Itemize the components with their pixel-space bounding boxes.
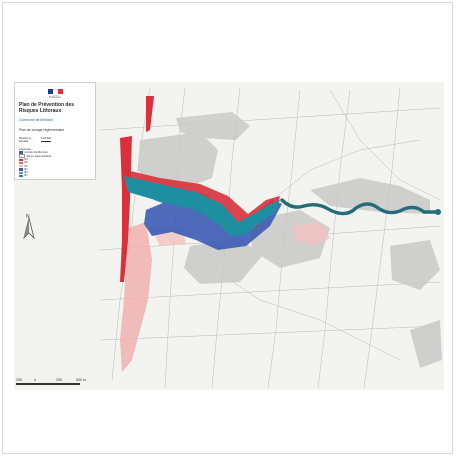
north-arrow-icon bbox=[23, 217, 35, 240]
river-mouth-marker bbox=[435, 209, 441, 215]
north-label: N bbox=[26, 214, 30, 220]
legend-item: Contour de Mimizan bbox=[19, 151, 91, 154]
legend-swatch bbox=[19, 154, 25, 159]
legend-item-label: Bv bbox=[24, 174, 28, 178]
flag-logo bbox=[19, 89, 91, 96]
org-caption: Préfecture bbox=[49, 96, 61, 99]
legend-swatch bbox=[19, 174, 23, 177]
legend-item: R1 bbox=[19, 158, 91, 161]
scalebar-segment-2 bbox=[36, 383, 58, 385]
scale-label: Réalisé le : Échelle bbox=[19, 136, 33, 144]
scale-value: 1/25 000 bbox=[41, 137, 52, 140]
scale-figure: 1/25 000 bbox=[41, 137, 51, 142]
scalebar-label-2: 250 bbox=[56, 378, 62, 382]
legend-item: Bv bbox=[19, 174, 91, 177]
plan-label: Plan de zonage réglementaire bbox=[19, 128, 65, 132]
commune-name: Commune de Mimizan bbox=[19, 118, 53, 122]
legend-item-label: B1 bbox=[24, 167, 28, 171]
scale-row: Réalisé le : Échelle 1/25 000 bbox=[19, 136, 91, 144]
legend-item-label: R1 bbox=[24, 158, 28, 162]
legend-item: R2 bbox=[19, 161, 91, 164]
legend-item: B2 bbox=[19, 171, 91, 174]
legend-item-label: Rn bbox=[24, 164, 28, 168]
river-east bbox=[280, 198, 438, 216]
legend-item-label: Contour de Mimizan bbox=[24, 150, 48, 154]
scalebar-label-1: 0 bbox=[34, 378, 36, 382]
legend-panel: Préfecture Plan de Prévention des Risque… bbox=[14, 82, 96, 180]
pink-zone-coastal bbox=[120, 222, 152, 372]
road-network bbox=[99, 87, 441, 389]
map-title: Plan de Prévention des Risques Littoraux bbox=[19, 102, 75, 114]
legend-item-label: R2 bbox=[24, 161, 28, 165]
legend-swatch bbox=[19, 151, 23, 154]
legend-swatch bbox=[19, 161, 23, 165]
scalebar-label-0: 250 bbox=[16, 378, 22, 382]
red-zone-coastal-north bbox=[146, 96, 154, 132]
legend-item: B1 bbox=[19, 168, 91, 171]
scale-line bbox=[41, 141, 51, 142]
legend-item: Rn bbox=[19, 165, 91, 168]
legend-heading: Légende bbox=[19, 146, 31, 151]
legend-item-label: Zones réglementaires bbox=[26, 154, 52, 158]
legend-swatch bbox=[19, 168, 23, 171]
scalebar-segment-1 bbox=[16, 383, 36, 385]
legend-swatch bbox=[19, 165, 23, 168]
scalebar-label-3: 500 m bbox=[76, 378, 86, 382]
teal-river-channel bbox=[124, 176, 280, 236]
legend-item: Zones réglementaires bbox=[19, 154, 91, 159]
legend-swatch bbox=[19, 171, 23, 174]
legend-item-label: B2 bbox=[24, 171, 28, 175]
blue-zone bbox=[144, 200, 282, 250]
legend-swatch bbox=[19, 158, 23, 161]
scale-bar: 250 0 250 500 m bbox=[16, 378, 90, 388]
scalebar-segment-3 bbox=[58, 383, 80, 385]
pink-zone-inland bbox=[292, 222, 330, 246]
